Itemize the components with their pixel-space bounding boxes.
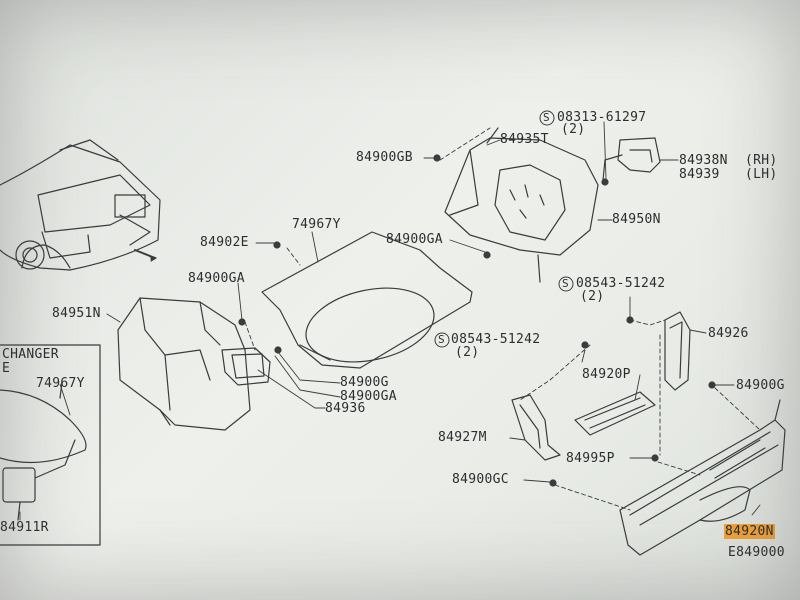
label-84939: 84939 <box>679 167 720 182</box>
label-84939-side: (LH) <box>745 167 778 182</box>
inset-changer <box>0 344 101 546</box>
label-84920P: 84920P <box>582 367 631 382</box>
part-74967Y-shape <box>261 231 473 369</box>
label-84900GA-mid: 84900GA <box>340 389 397 404</box>
label-84900G-right: 84900G <box>736 378 785 393</box>
leader-lines <box>19 121 761 521</box>
label-84938N: 84938N <box>679 153 728 168</box>
part-84920P-shape <box>574 391 656 436</box>
label-08543-51242-top: 08543-51242 <box>576 276 666 291</box>
s-symbol: S <box>562 277 569 290</box>
label-08543-mid-qty: (2) <box>455 345 480 360</box>
standard-part-symbols <box>434 110 574 348</box>
label-08313-qty: (2) <box>561 122 586 137</box>
label-84995P: 84995P <box>566 451 615 466</box>
part-84936-shape <box>221 347 271 386</box>
label-84938N-side: (RH) <box>745 153 778 168</box>
label-08313-61297: 08313-61297 <box>557 110 647 125</box>
diagram-code: E849000 <box>728 545 785 560</box>
label-84926: 84926 <box>708 326 749 341</box>
s-symbol: S <box>543 111 550 124</box>
inset-title-line1: CHANGER <box>2 347 59 362</box>
label-84900GA-left: 84900GA <box>188 271 245 286</box>
label-74967Y: 74967Y <box>292 217 341 232</box>
part-84950N-shape <box>444 127 599 283</box>
label-84935T: 84935T <box>500 132 549 147</box>
label-84920N-highlighted: 84920N <box>724 524 775 539</box>
label-08543-51242-mid: 08543-51242 <box>451 332 541 347</box>
inset-title-line2: E <box>2 361 11 376</box>
part-84938N-shape <box>602 137 661 181</box>
label-84950N: 84950N <box>612 212 661 227</box>
label-84900GC: 84900GC <box>452 472 509 487</box>
label-84927M: 84927M <box>438 430 487 445</box>
inset-label-84911R: 84911R <box>0 520 49 535</box>
label-84900GB: 84900GB <box>356 150 413 165</box>
label-84902E: 84902E <box>200 235 249 250</box>
label-08543-top-qty: (2) <box>580 289 605 304</box>
label-84900GA-top: 84900GA <box>386 232 443 247</box>
label-84951N: 84951N <box>52 306 101 321</box>
part-84951N-shape <box>117 297 251 431</box>
vehicle-illustration <box>0 139 161 271</box>
inset-label-74967Y: 74967Y <box>36 376 85 391</box>
label-84936: 84936 <box>325 401 366 416</box>
part-84926-shape <box>664 311 691 391</box>
s-symbol: S <box>438 333 445 346</box>
part-84927M-shape <box>511 394 561 461</box>
part-84920N-shape <box>619 399 786 556</box>
label-84900G-mid: 84900G <box>340 375 389 390</box>
